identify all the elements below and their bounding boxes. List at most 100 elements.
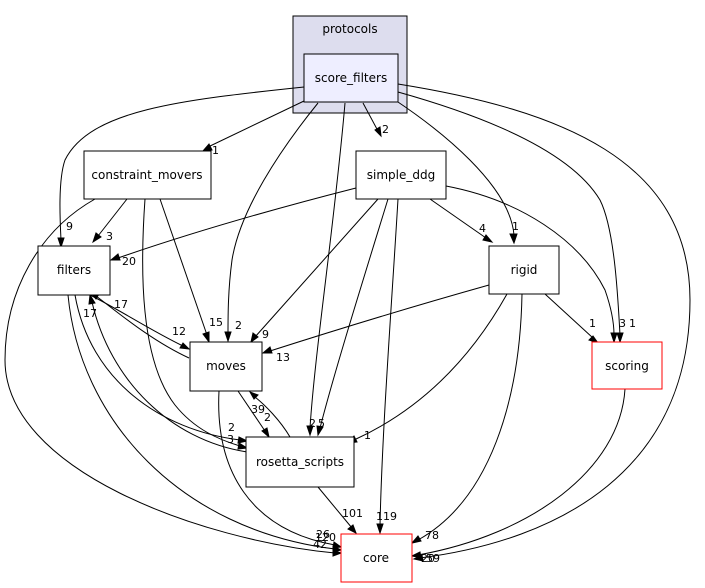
edge-arrowhead <box>88 293 96 305</box>
edge-constraint-movers-rosetta-scripts <box>142 198 241 447</box>
node-simple-ddg-label: simple_ddg <box>367 168 435 182</box>
edge-score-filters-filters <box>59 86 305 241</box>
edge-arrowhead <box>250 332 259 344</box>
edge-label: 26 <box>316 528 330 541</box>
edge-score-filters-scoring <box>397 91 621 336</box>
edge-rigid-scoring <box>544 293 594 339</box>
edge-arrowhead <box>347 524 357 535</box>
edge-score-filters-constraint-movers <box>207 100 305 148</box>
edge-score-filters-rosetta-scripts <box>309 102 346 429</box>
edge-arrowhead <box>616 332 624 344</box>
edge-simple-ddg-filters <box>117 187 357 259</box>
edge-simple-ddg-rigid <box>429 198 487 239</box>
edge-arrowhead <box>374 126 382 138</box>
edge-arrowhead <box>109 253 121 261</box>
node-rigid[interactable]: rigid <box>488 245 560 295</box>
edge-arrowhead <box>410 535 422 544</box>
edge-label: 17 <box>83 307 97 320</box>
edge-simple-ddg-scoring <box>445 185 615 336</box>
edge-score-filters-moves <box>227 102 319 335</box>
edge-rigid-rosetta-scripts <box>353 293 508 441</box>
edge-arrowhead <box>306 425 314 437</box>
node-scoring-label: scoring <box>605 359 649 373</box>
edge-simple-ddg-rosetta-scripts <box>319 198 389 429</box>
edge-arrowhead <box>482 234 494 243</box>
edge-arrowhead <box>376 523 384 535</box>
edge-label: 1 <box>364 429 371 442</box>
edge-label: 1 <box>512 220 519 233</box>
edge-arrowhead <box>237 442 249 450</box>
node-scoring[interactable]: scoring <box>591 341 663 390</box>
edge-filters-core <box>67 294 336 550</box>
edge-arrowhead <box>332 541 343 549</box>
edge-label: 1 <box>589 317 596 330</box>
edge-label: 9 <box>262 328 269 341</box>
edge-label: 78 <box>425 529 439 542</box>
edge-label: 17 <box>114 298 128 311</box>
edge-arrowhead <box>92 232 102 244</box>
edge-rosetta-scripts-filters <box>91 301 248 453</box>
edge-label: 4 <box>479 222 486 235</box>
edge-scoring-core <box>417 388 626 556</box>
edge-label: 3 <box>619 317 626 330</box>
edge-label: 1 <box>212 144 219 157</box>
node-score-filters-label: score_filters <box>315 71 387 85</box>
edge-label: 42 <box>313 538 327 551</box>
node-core[interactable]: core <box>340 533 413 583</box>
edge-moves-rosetta-scripts <box>237 390 266 432</box>
node-moves[interactable]: moves <box>189 341 263 392</box>
edge-arrowhead <box>261 346 273 354</box>
edge-arrowhead <box>224 331 232 343</box>
cluster-protocols-label: protocols <box>322 22 377 36</box>
node-rigid-label: rigid <box>511 263 538 277</box>
edge-label: 5 <box>318 417 325 430</box>
edge-label: 120 <box>315 531 336 544</box>
edge-label: 2 <box>264 411 271 424</box>
edge-rigid-moves <box>269 284 490 352</box>
node-simple-ddg[interactable]: simple_ddg <box>355 150 447 200</box>
edge-arrowhead <box>202 331 210 344</box>
node-constraint-movers[interactable]: constraint_movers <box>83 150 212 200</box>
edge-rosetta-scripts-moves <box>254 396 291 438</box>
edge-arrowhead <box>57 237 65 249</box>
edge-label: 101 <box>342 507 363 520</box>
edge-label: 3 <box>106 230 113 243</box>
edge-arrowhead <box>237 436 249 444</box>
edge-label: 3 <box>227 433 234 446</box>
node-rosetta-scripts[interactable]: rosetta_scripts <box>245 436 355 488</box>
edge-arrowhead <box>201 143 213 152</box>
edge-arrowhead <box>509 233 518 245</box>
edge-score-filters-core <box>397 83 691 559</box>
edge-arrowhead <box>261 427 270 439</box>
edge-label: 2 <box>309 417 316 430</box>
edge-arrowhead <box>179 342 191 350</box>
edge-moves-filters <box>95 295 190 359</box>
edge-label: 2 <box>235 319 242 332</box>
edge-label: 2 <box>228 421 235 434</box>
edge-label: 12 <box>172 325 186 338</box>
node-constraint-movers-label: constraint_movers <box>91 168 202 182</box>
node-core-label: core <box>363 551 389 565</box>
edge-rosetta-scripts-core <box>317 486 353 529</box>
node-rosetta-scripts-label: rosetta_scripts <box>256 455 344 469</box>
edge-simple-ddg-moves <box>254 198 379 338</box>
edge-label: 15 <box>209 316 223 329</box>
edge-constraint-movers-moves <box>159 198 208 336</box>
edge-arrowhead <box>610 332 618 344</box>
edge-filters-moves <box>89 294 184 347</box>
node-score-filters[interactable]: score_filters <box>303 53 399 103</box>
edge-filters-rosetta-scripts-a <box>74 294 241 441</box>
edge-arrowhead <box>248 391 259 400</box>
node-filters[interactable]: filters <box>37 245 111 296</box>
edge-label: 59 <box>426 552 440 565</box>
edge-label: 39 <box>251 403 265 416</box>
edge-moves-core <box>218 390 336 546</box>
edge-arrowhead <box>316 425 324 437</box>
edge-score-filters-simple-ddg <box>362 102 379 132</box>
edge-constraint-movers-filters <box>97 198 128 237</box>
edges <box>4 83 691 562</box>
edge-label: 1 <box>629 317 636 330</box>
node-filters-label: filters <box>57 263 91 277</box>
edge-score-filters-rigid <box>394 99 515 236</box>
